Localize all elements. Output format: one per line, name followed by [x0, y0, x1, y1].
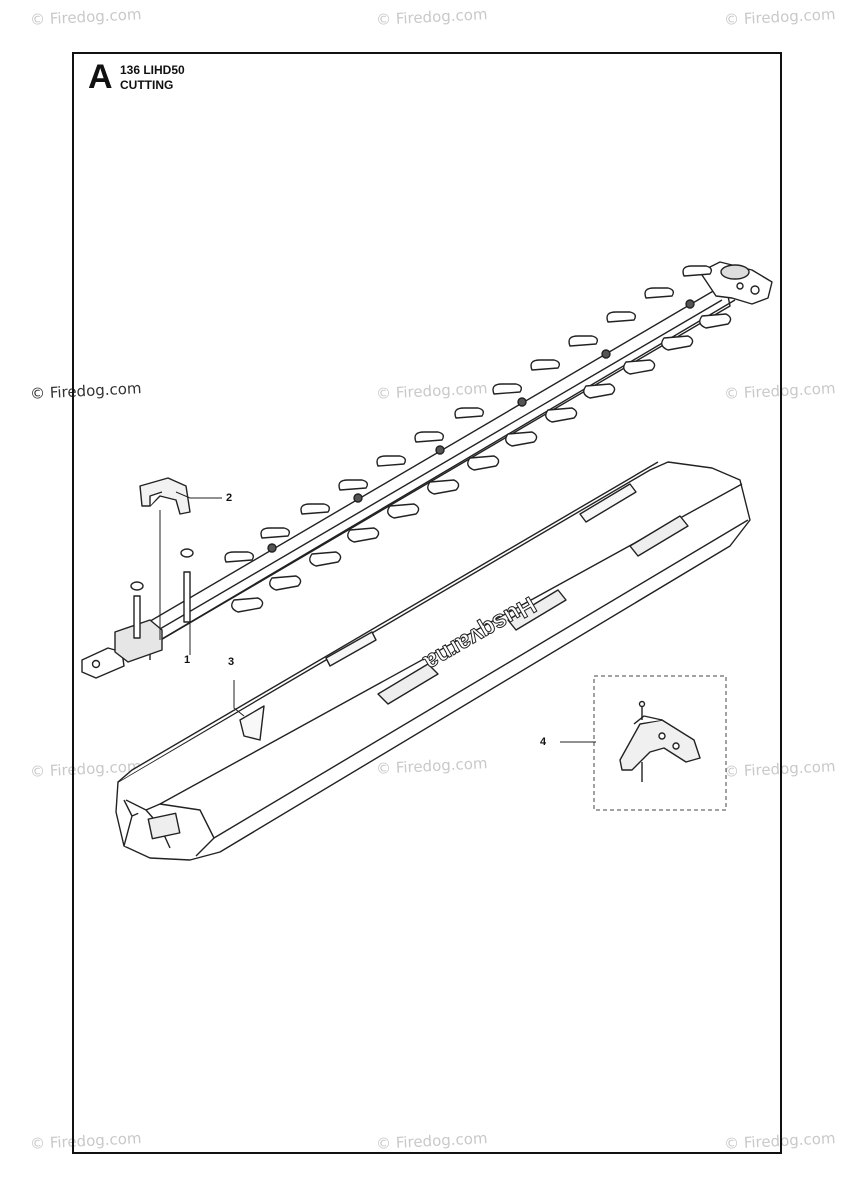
end-protector	[619, 700, 701, 782]
diagram-frame	[72, 52, 782, 1154]
cap-part	[139, 477, 191, 515]
callout-1[interactable]: 1	[184, 654, 191, 666]
section-title: CUTTING	[120, 78, 174, 92]
callout-4[interactable]: 4	[540, 736, 547, 748]
cutter-bar	[81, 261, 773, 679]
callout-3[interactable]: 3	[228, 656, 235, 668]
callout-2[interactable]: 2	[226, 492, 233, 504]
detail-box	[593, 675, 727, 811]
section-letter: A	[88, 58, 113, 96]
blade-guard	[115, 461, 751, 861]
model-name: 136 LIHD50	[120, 63, 185, 77]
